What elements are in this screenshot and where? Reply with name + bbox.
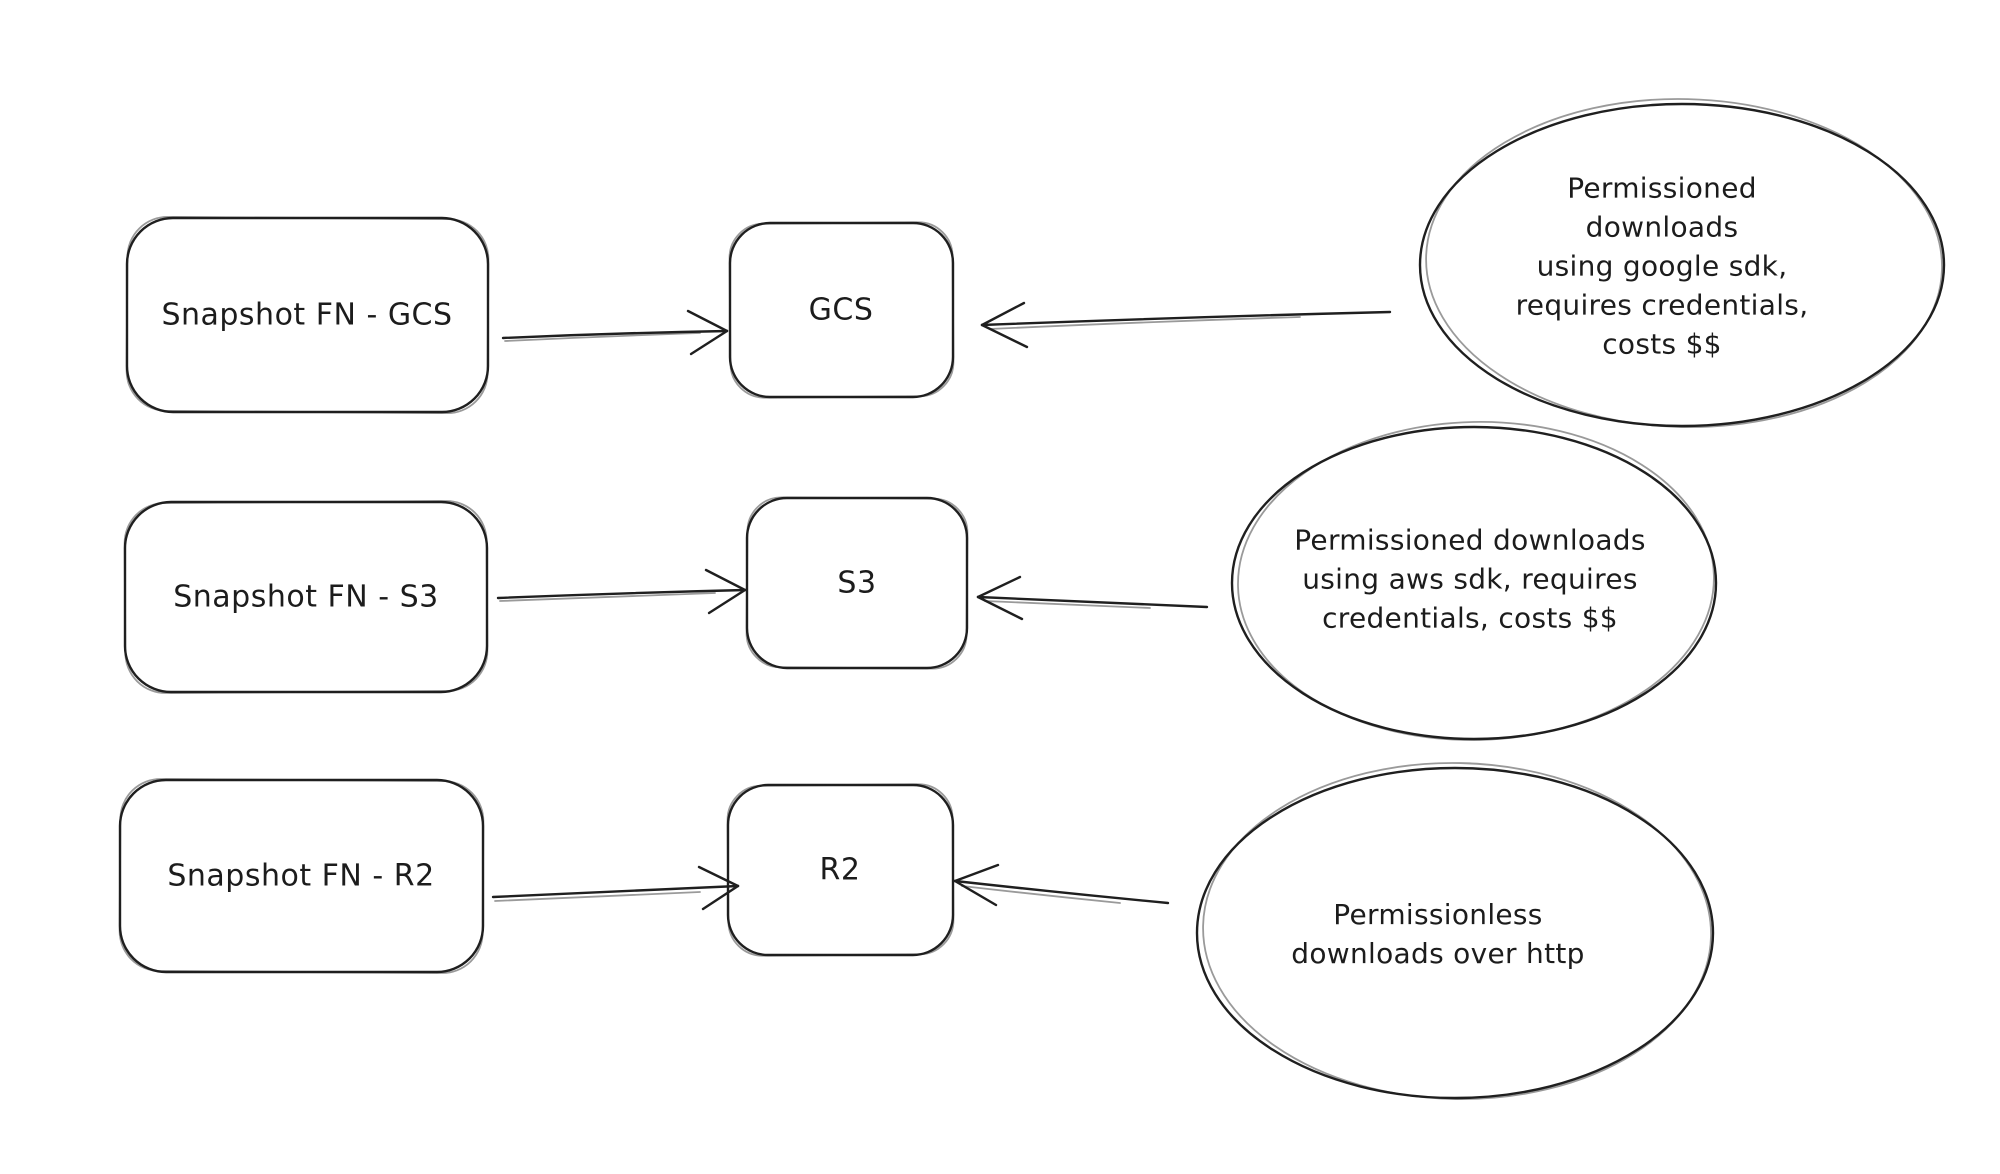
- snapshot-fn-gcs-label: Snapshot FN - GCS: [161, 297, 453, 333]
- gcs-note-text: Permissioned downloads using google sdk,…: [1493, 169, 1831, 364]
- gcs-label: GCS: [808, 292, 874, 328]
- s3-label: S3: [837, 565, 877, 601]
- note-line: Permissioned downloads: [1567, 171, 1757, 244]
- arrow-snapshot-to-gcs: [501, 309, 729, 356]
- gcs-note-ellipse-shape: [1418, 98, 1946, 429]
- s3-box-shape: [745, 496, 969, 670]
- r2-label: R2: [819, 852, 861, 888]
- note-line: Permissioned downloads: [1294, 523, 1646, 557]
- s3-note-text: Permissioned downloads using aws sdk, re…: [1294, 521, 1646, 638]
- snapshot-fn-s3-box-shape: [123, 500, 489, 694]
- r2-note-ellipse-shape: [1195, 762, 1715, 1100]
- arrow-note-to-r2: [953, 863, 1170, 907]
- note-line: using aws sdk, requires: [1302, 562, 1638, 596]
- r2-note-text: Permissionless downloads over http: [1291, 895, 1584, 973]
- arrow-note-to-s3: [976, 575, 1209, 621]
- arrow-snapshot-to-s3: [496, 568, 747, 615]
- note-line: Permissionless: [1333, 898, 1543, 931]
- note-line: using google sdk,: [1536, 249, 1788, 283]
- snapshot-fn-s3-label: Snapshot FN - S3: [173, 579, 439, 615]
- r2-box-shape: [726, 783, 955, 957]
- arrow-snapshot-to-r2: [491, 865, 740, 911]
- note-line: costs $$: [1602, 327, 1722, 361]
- note-line: downloads over http: [1291, 937, 1585, 970]
- snapshot-fn-gcs-box-shape: [125, 216, 490, 415]
- arrow-note-to-gcs: [980, 301, 1392, 349]
- snapshot-fn-r2-box-shape: [118, 778, 485, 974]
- gcs-box-shape: [728, 221, 955, 399]
- s3-note-ellipse-shape: [1230, 421, 1718, 741]
- note-line: requires credentials,: [1515, 288, 1809, 322]
- snapshot-fn-r2-label: Snapshot FN - R2: [167, 858, 435, 894]
- note-line: credentials, costs $$: [1322, 601, 1618, 635]
